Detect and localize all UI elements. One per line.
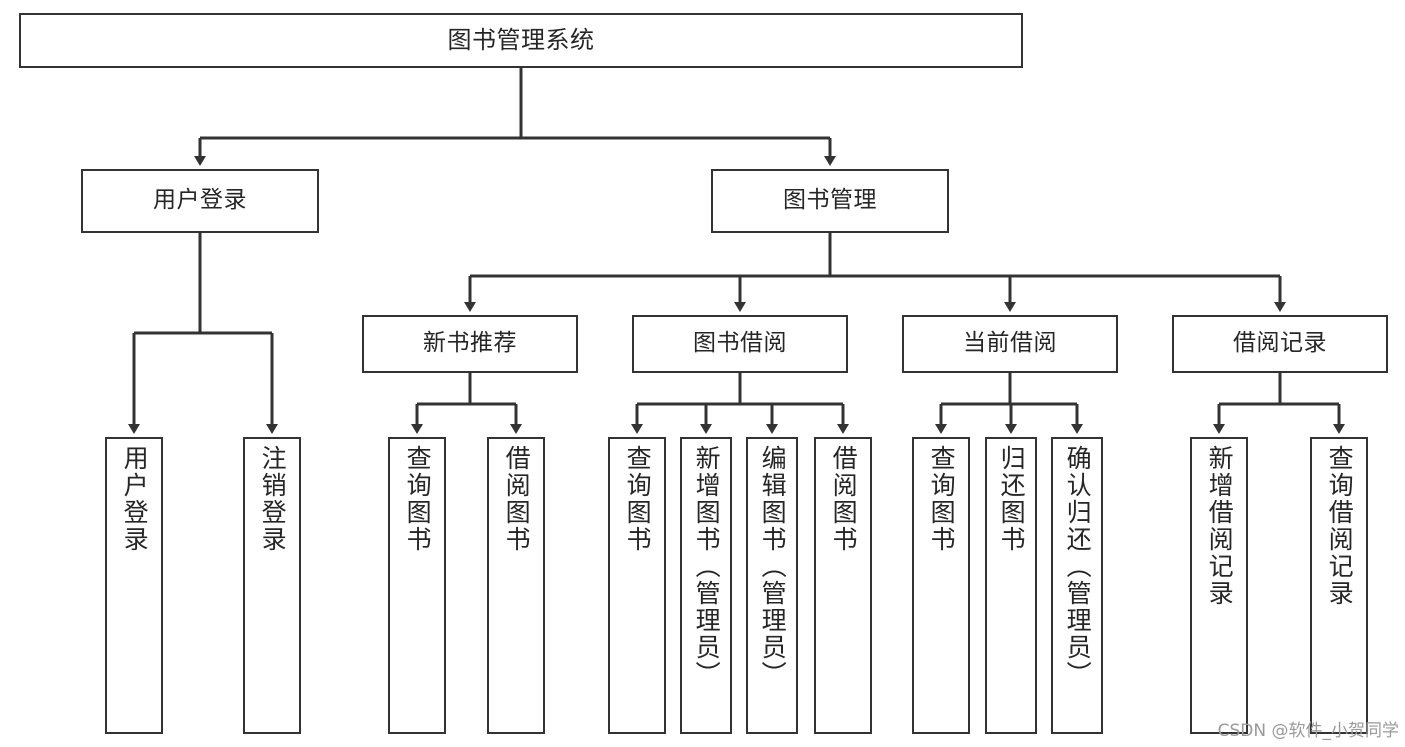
node-label-new-book-rec: 新书推荐 bbox=[423, 330, 517, 357]
node-label-book-manage: 图书管理 bbox=[783, 187, 877, 214]
node-current-borrow[interactable]: 当前借阅 bbox=[902, 315, 1118, 373]
node-label-leaf-query-book-2: 查询图书 bbox=[623, 445, 653, 553]
node-leaf-user-login[interactable]: 用户登录 bbox=[105, 437, 163, 734]
node-borrow-record[interactable]: 借阅记录 bbox=[1172, 315, 1388, 373]
connector-paths bbox=[128, 68, 1345, 434]
node-label-current-borrow: 当前借阅 bbox=[963, 330, 1057, 357]
node-leaf-query-book-2[interactable]: 查询图书 bbox=[608, 437, 666, 734]
node-new-book-rec[interactable]: 新书推荐 bbox=[362, 315, 578, 373]
node-leaf-query-record[interactable]: 查询借阅记录 bbox=[1310, 437, 1368, 734]
node-label-leaf-query-book-1: 查询图书 bbox=[403, 445, 433, 553]
node-leaf-query-book-1[interactable]: 查询图书 bbox=[388, 437, 446, 734]
node-leaf-add-book[interactable]: 新增图书（管理员） bbox=[680, 437, 732, 734]
node-leaf-borrow-book-2[interactable]: 借阅图书 bbox=[814, 437, 872, 734]
node-label-user-login: 用户登录 bbox=[153, 187, 247, 214]
node-label-leaf-user-logout: 注销登录 bbox=[258, 445, 288, 553]
node-label-leaf-add-book: 新增图书（管理员） bbox=[692, 445, 722, 688]
node-user-login[interactable]: 用户登录 bbox=[81, 169, 319, 233]
node-leaf-add-record[interactable]: 新增借阅记录 bbox=[1190, 437, 1248, 734]
node-leaf-query-book-3[interactable]: 查询图书 bbox=[912, 437, 970, 734]
node-leaf-edit-book[interactable]: 编辑图书（管理员） bbox=[746, 437, 798, 734]
node-label-leaf-add-record: 新增借阅记录 bbox=[1205, 445, 1235, 607]
node-label-leaf-query-book-3: 查询图书 bbox=[927, 445, 957, 553]
node-label-leaf-borrow-book-1: 借阅图书 bbox=[502, 445, 532, 553]
node-label-leaf-confirm-ret: 确认归还（管理员） bbox=[1063, 445, 1093, 688]
node-leaf-return-book[interactable]: 归还图书 bbox=[985, 437, 1037, 734]
node-label-leaf-query-record: 查询借阅记录 bbox=[1325, 445, 1355, 607]
node-label-root: 图书管理系统 bbox=[447, 26, 595, 55]
node-label-leaf-return-book: 归还图书 bbox=[997, 445, 1027, 553]
node-label-borrow-record: 借阅记录 bbox=[1233, 330, 1327, 357]
node-label-book-borrow: 图书借阅 bbox=[693, 330, 787, 357]
node-book-borrow[interactable]: 图书借阅 bbox=[632, 315, 848, 373]
node-label-leaf-borrow-book-2: 借阅图书 bbox=[829, 445, 859, 553]
node-leaf-confirm-ret[interactable]: 确认归还（管理员） bbox=[1051, 437, 1103, 734]
node-leaf-user-logout[interactable]: 注销登录 bbox=[243, 437, 301, 734]
node-leaf-borrow-book-1[interactable]: 借阅图书 bbox=[487, 437, 545, 734]
node-label-leaf-edit-book: 编辑图书（管理员） bbox=[758, 445, 788, 688]
node-label-leaf-user-login: 用户登录 bbox=[120, 445, 150, 553]
node-book-manage[interactable]: 图书管理 bbox=[711, 169, 949, 233]
node-root[interactable]: 图书管理系统 bbox=[19, 13, 1023, 68]
